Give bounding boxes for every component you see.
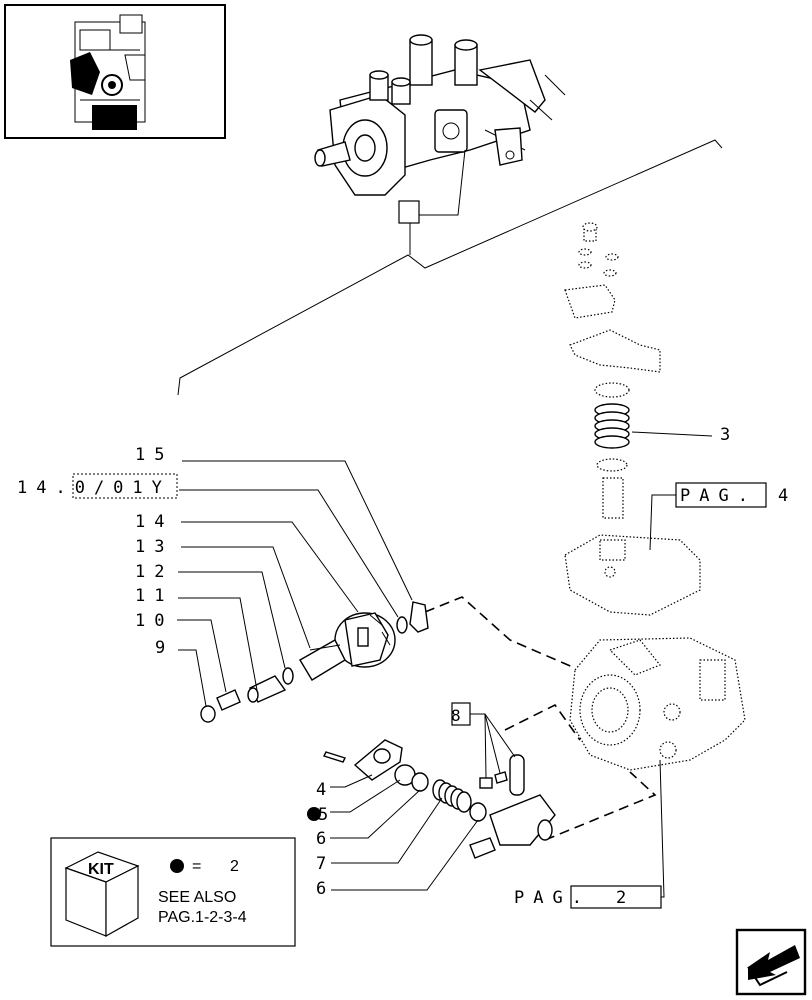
back-arrow-button[interactable] <box>735 928 807 996</box>
kit-cube-icon <box>64 851 140 938</box>
kit-legend: KIT = 2 SEE ALSO PAG.1-2-3-4 <box>50 837 296 947</box>
ref-14-box[interactable] <box>72 473 178 499</box>
pag-top-label[interactable]: PAG. <box>680 486 757 506</box>
callout-6b[interactable]: 6 <box>316 879 335 899</box>
callout-8[interactable]: 8 <box>451 706 461 725</box>
see-also-line2: PAG.1-2-3-4 <box>158 909 247 926</box>
governor-stack <box>564 222 701 616</box>
callout-13[interactable]: 13 <box>135 537 173 557</box>
callout-10[interactable]: 10 <box>135 611 173 631</box>
callout-4[interactable]: 4 <box>316 780 335 800</box>
kit-number: 2 <box>230 858 239 875</box>
callout-11[interactable]: 11 <box>135 586 173 606</box>
engine-thumbnail[interactable] <box>4 4 226 139</box>
callout-9[interactable]: 9 <box>155 638 174 658</box>
kit-bullet-icon <box>170 859 184 873</box>
section-indicator-line <box>177 139 723 396</box>
callout-14-ref[interactable]: 14.0/01Y <box>17 478 171 498</box>
callout-12[interactable]: 12 <box>135 562 173 582</box>
kit-equals: = <box>192 858 201 875</box>
back-arrow-icon <box>747 945 800 987</box>
callout-7[interactable]: 7 <box>316 854 335 874</box>
callout-14[interactable]: 14 <box>135 512 173 532</box>
callout-15[interactable]: 15 <box>135 445 173 465</box>
governor-spring <box>594 403 630 449</box>
valve-spring <box>432 779 472 813</box>
ref-box-top[interactable] <box>398 200 420 224</box>
see-also-line1: SEE ALSO <box>158 889 236 906</box>
kit-label: KIT <box>88 861 114 878</box>
exploded-parts-9-15 <box>200 601 429 723</box>
pump-body <box>569 637 746 771</box>
callout-3[interactable]: 3 <box>720 425 739 445</box>
exploded-parts-4-8 <box>323 739 556 859</box>
callout-5[interactable]: 5 <box>318 805 337 825</box>
bullet-dot-icon <box>307 807 321 821</box>
pag-bottom-label[interactable]: PAG. <box>514 888 591 908</box>
pag-bottom-number[interactable]: 2 <box>616 888 635 908</box>
injection-pump-assembly <box>314 34 566 196</box>
callout-6a[interactable]: 6 <box>316 829 335 849</box>
engine-thumbnail-icon <box>70 14 146 130</box>
pag-top-number[interactable]: 4 <box>778 486 797 506</box>
